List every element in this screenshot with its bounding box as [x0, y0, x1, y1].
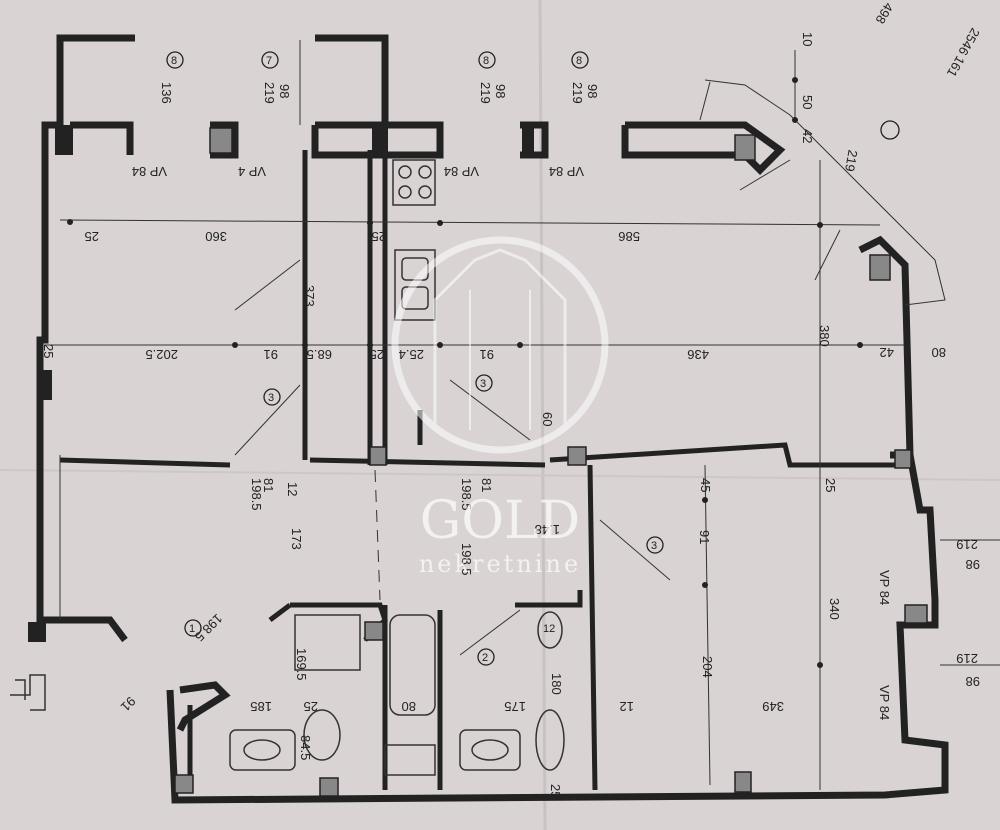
dim-360: 360	[205, 229, 227, 244]
label-vp84-a: VP 84	[132, 164, 167, 179]
dim-380: 380	[817, 325, 832, 347]
dim-81a: 81	[261, 478, 276, 492]
circle-mark-2: 2	[482, 652, 488, 664]
size-98e: 98	[966, 674, 980, 689]
dim-91c: 91	[697, 530, 712, 544]
dim-25b: 25	[372, 229, 386, 244]
dim-436: 436	[687, 347, 709, 362]
dim-91b: 91	[480, 347, 494, 362]
dim-42a: 42	[880, 345, 894, 360]
entrance-symbol	[10, 674, 46, 711]
watermark-logo	[391, 236, 609, 454]
label-vp84-e: VP 84	[877, 685, 892, 720]
dim-180: 180	[549, 673, 564, 695]
label-vp84-d: VP 84	[877, 570, 892, 605]
size-136: 136	[159, 82, 174, 104]
dim-12b: 12	[620, 699, 634, 714]
size-219c: 219	[570, 82, 585, 104]
corner-42: 42	[800, 129, 815, 143]
dim-25-4: 25.4	[399, 347, 424, 362]
corner-50: 50	[800, 95, 815, 109]
circle-mark-3c: 3	[651, 540, 657, 552]
dim-198-5c: 198.5	[459, 543, 474, 576]
label-vp84-b: VP 84	[444, 164, 479, 179]
size-98c: 98	[585, 84, 600, 98]
dim-68-5: 68.5	[307, 347, 332, 362]
dim-198-5d: 198.5	[192, 611, 226, 645]
dim-1-48: 1.48	[535, 522, 560, 537]
circle-mark-1: 1	[189, 623, 195, 635]
dim-340: 340	[827, 598, 842, 620]
dim-586: 586	[618, 229, 640, 244]
inner-walls	[59, 150, 905, 791]
dim-185: 185	[250, 699, 272, 714]
label-vp84-c: VP 84	[549, 164, 584, 179]
dimension-dots	[67, 77, 863, 668]
corner-10: 10	[800, 32, 815, 46]
dim-169-5: 169.5	[294, 648, 309, 681]
dim-84-5: 84.5	[298, 735, 313, 760]
size-219b: 219	[478, 82, 493, 104]
dim-25c: 25	[41, 344, 56, 358]
size-219d: 219	[956, 537, 978, 552]
corner-498: 498	[873, 0, 897, 26]
circle-mark-8c: 8	[576, 55, 582, 67]
dim-25f: 25	[304, 699, 318, 714]
size-219f: 219	[842, 149, 861, 173]
bathroom-fixtures	[229, 611, 565, 776]
dim-202-5: 202.5	[145, 347, 178, 362]
circle-mark-8a: 8	[171, 55, 177, 67]
size-219e: 219	[956, 651, 978, 666]
dim-12a: 12	[285, 482, 300, 496]
dim-198-5a: 198.5	[249, 478, 264, 511]
size-98d: 98	[966, 557, 980, 572]
circle-marks	[166, 51, 900, 666]
watermark-brand: GOLD	[420, 491, 580, 551]
hatched-columns	[174, 127, 928, 797]
circle-mark-7: 7	[266, 55, 272, 67]
circle-mark-8b: 8	[483, 55, 489, 67]
size-219a: 219	[262, 82, 277, 104]
dim-25d: 25	[370, 347, 384, 362]
dim-349: 349	[762, 699, 784, 714]
circle-mark-12: 12	[543, 623, 555, 635]
dim-25e: 25	[823, 478, 838, 492]
interior-lines	[45, 40, 1000, 790]
corner-columns	[28, 125, 534, 642]
label-vp4: VP 4	[238, 164, 266, 179]
dim-80b: 80	[402, 699, 416, 714]
dim-91a: 91	[264, 347, 278, 362]
corner-161: 161	[944, 53, 968, 79]
dim-204: 204	[700, 656, 715, 678]
kitchen-fixtures	[392, 159, 436, 321]
dim-81b: 81	[479, 478, 494, 492]
size-98b: 98	[493, 84, 508, 98]
size-98a: 98	[277, 84, 292, 98]
dim-45: 45	[698, 478, 713, 492]
dim-25a: 25	[85, 229, 99, 244]
outer-walls	[36, 34, 949, 804]
watermark-sub: nekretnine	[419, 550, 581, 578]
dim-91d: 91	[118, 694, 139, 715]
dim-198-5b: 198.5	[459, 478, 474, 511]
circle-mark-3a: 3	[268, 392, 274, 404]
circle-mark-3b: 3	[480, 378, 486, 390]
dim-173: 173	[289, 528, 304, 550]
dim-80a: 80	[932, 345, 946, 360]
dim-175: 175	[504, 699, 526, 714]
corner-25: 25	[548, 784, 563, 798]
dim-60: 60	[540, 412, 555, 426]
dim-373: 373	[302, 285, 317, 307]
corner-2546: 2546	[955, 26, 982, 59]
